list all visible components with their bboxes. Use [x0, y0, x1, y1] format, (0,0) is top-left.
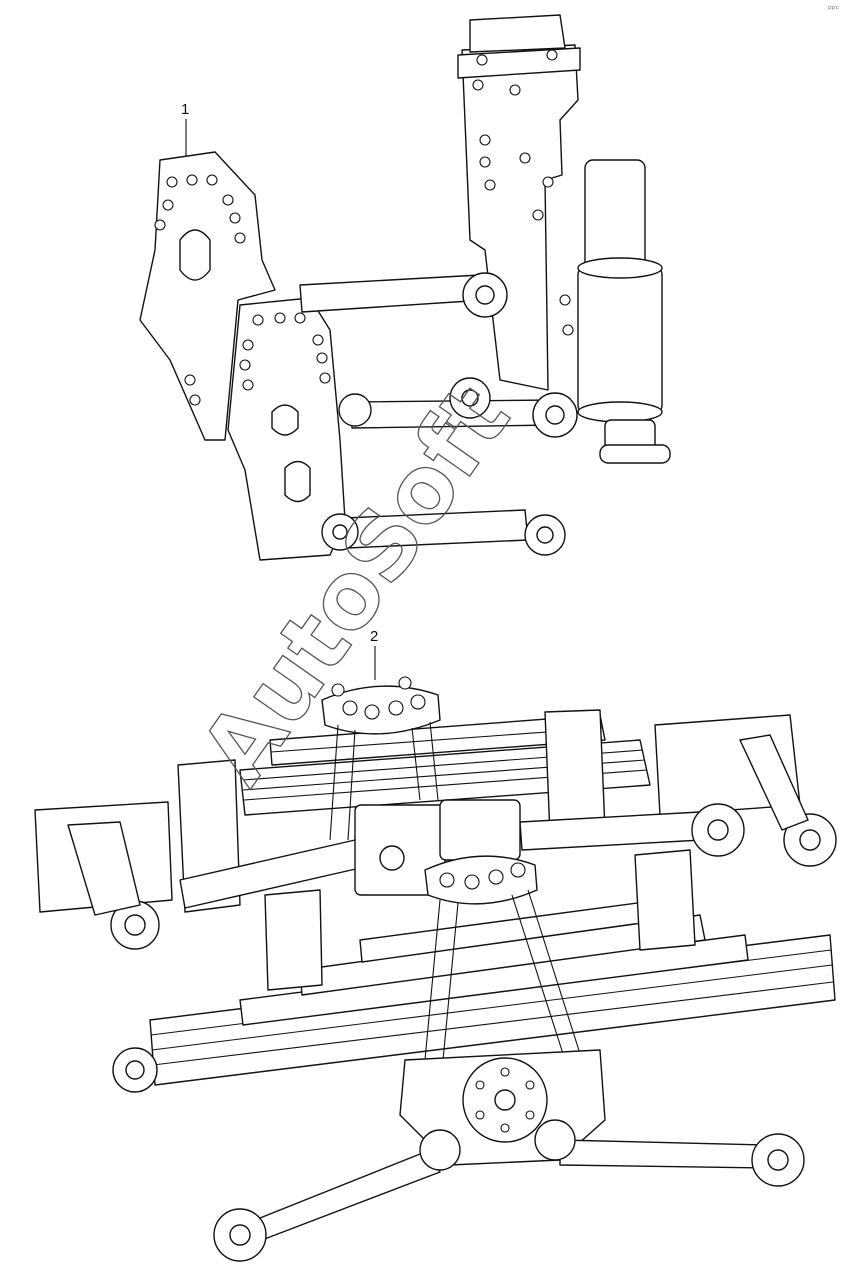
front-plate-slot-upper	[271, 404, 299, 436]
link-bushings	[321, 272, 578, 556]
front-bracket-slot	[179, 229, 211, 281]
reaction-rod-bushings	[67, 734, 837, 950]
bracket-bolts	[154, 49, 574, 406]
lower-leaf-spring-pack	[149, 899, 836, 1086]
upper-link-bar	[299, 274, 486, 313]
central-housing	[354, 799, 521, 896]
rear-bracket	[461, 44, 579, 391]
front-bracket	[139, 151, 276, 441]
assembly-2-rear-suspension: 2	[34, 628, 837, 1262]
shock-absorber	[577, 159, 671, 464]
u-bolt-clamp-plates	[321, 676, 538, 905]
callout-label-1: 1	[181, 101, 189, 118]
assembly-1-cab-suspension: 1	[139, 14, 671, 561]
corner-mark: ᵖᵖᶜ	[828, 5, 839, 15]
u-bolts	[329, 721, 583, 1061]
callout-label-2: 2	[370, 628, 378, 645]
front-plate-slot-lower	[284, 460, 311, 503]
right-reaction-rod	[519, 811, 703, 851]
lower-v-rods	[112, 1047, 805, 1262]
rear-bracket-cap	[469, 14, 566, 53]
